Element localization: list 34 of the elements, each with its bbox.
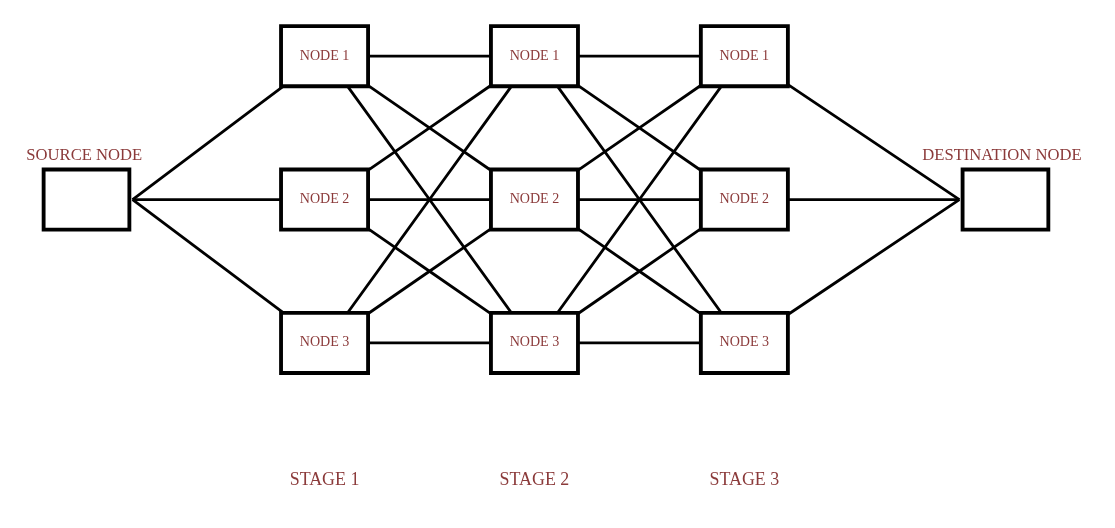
connector — [577, 83, 702, 171]
connector — [578, 340, 701, 344]
connector — [577, 227, 702, 315]
label: STAGE 1 — [289, 468, 360, 489]
connector — [131, 197, 284, 314]
node-box: NODE 3 — [489, 310, 580, 375]
node-box — [41, 167, 132, 232]
connector — [368, 340, 491, 344]
node-box: NODE 1 — [279, 23, 370, 88]
label: STAGE 2 — [499, 468, 570, 489]
node-label: SOURCE NODE — [26, 144, 143, 164]
connector — [556, 85, 723, 314]
node-box: NODE 1 — [489, 23, 580, 88]
node-box: NODE 1 — [698, 23, 790, 88]
node-label: DESTINATION NODE — [922, 144, 1082, 164]
node-box: NODE 2 — [698, 167, 790, 232]
connector — [131, 84, 284, 201]
node-box: NODE 2 — [279, 167, 370, 232]
connector — [346, 85, 513, 314]
node-box: NODE 3 — [698, 310, 790, 375]
connector — [367, 227, 492, 315]
node-box: NODE 3 — [279, 310, 370, 375]
node-box — [960, 167, 1051, 232]
connector — [578, 197, 701, 201]
connector — [788, 197, 960, 201]
node-box: NODE 2 — [489, 167, 580, 232]
connector — [787, 197, 961, 315]
connector — [132, 197, 281, 201]
label: STAGE 3 — [709, 468, 780, 489]
connector — [787, 83, 961, 201]
connector — [368, 197, 491, 201]
connector — [367, 83, 492, 171]
connector — [368, 54, 491, 58]
connector — [578, 54, 701, 58]
